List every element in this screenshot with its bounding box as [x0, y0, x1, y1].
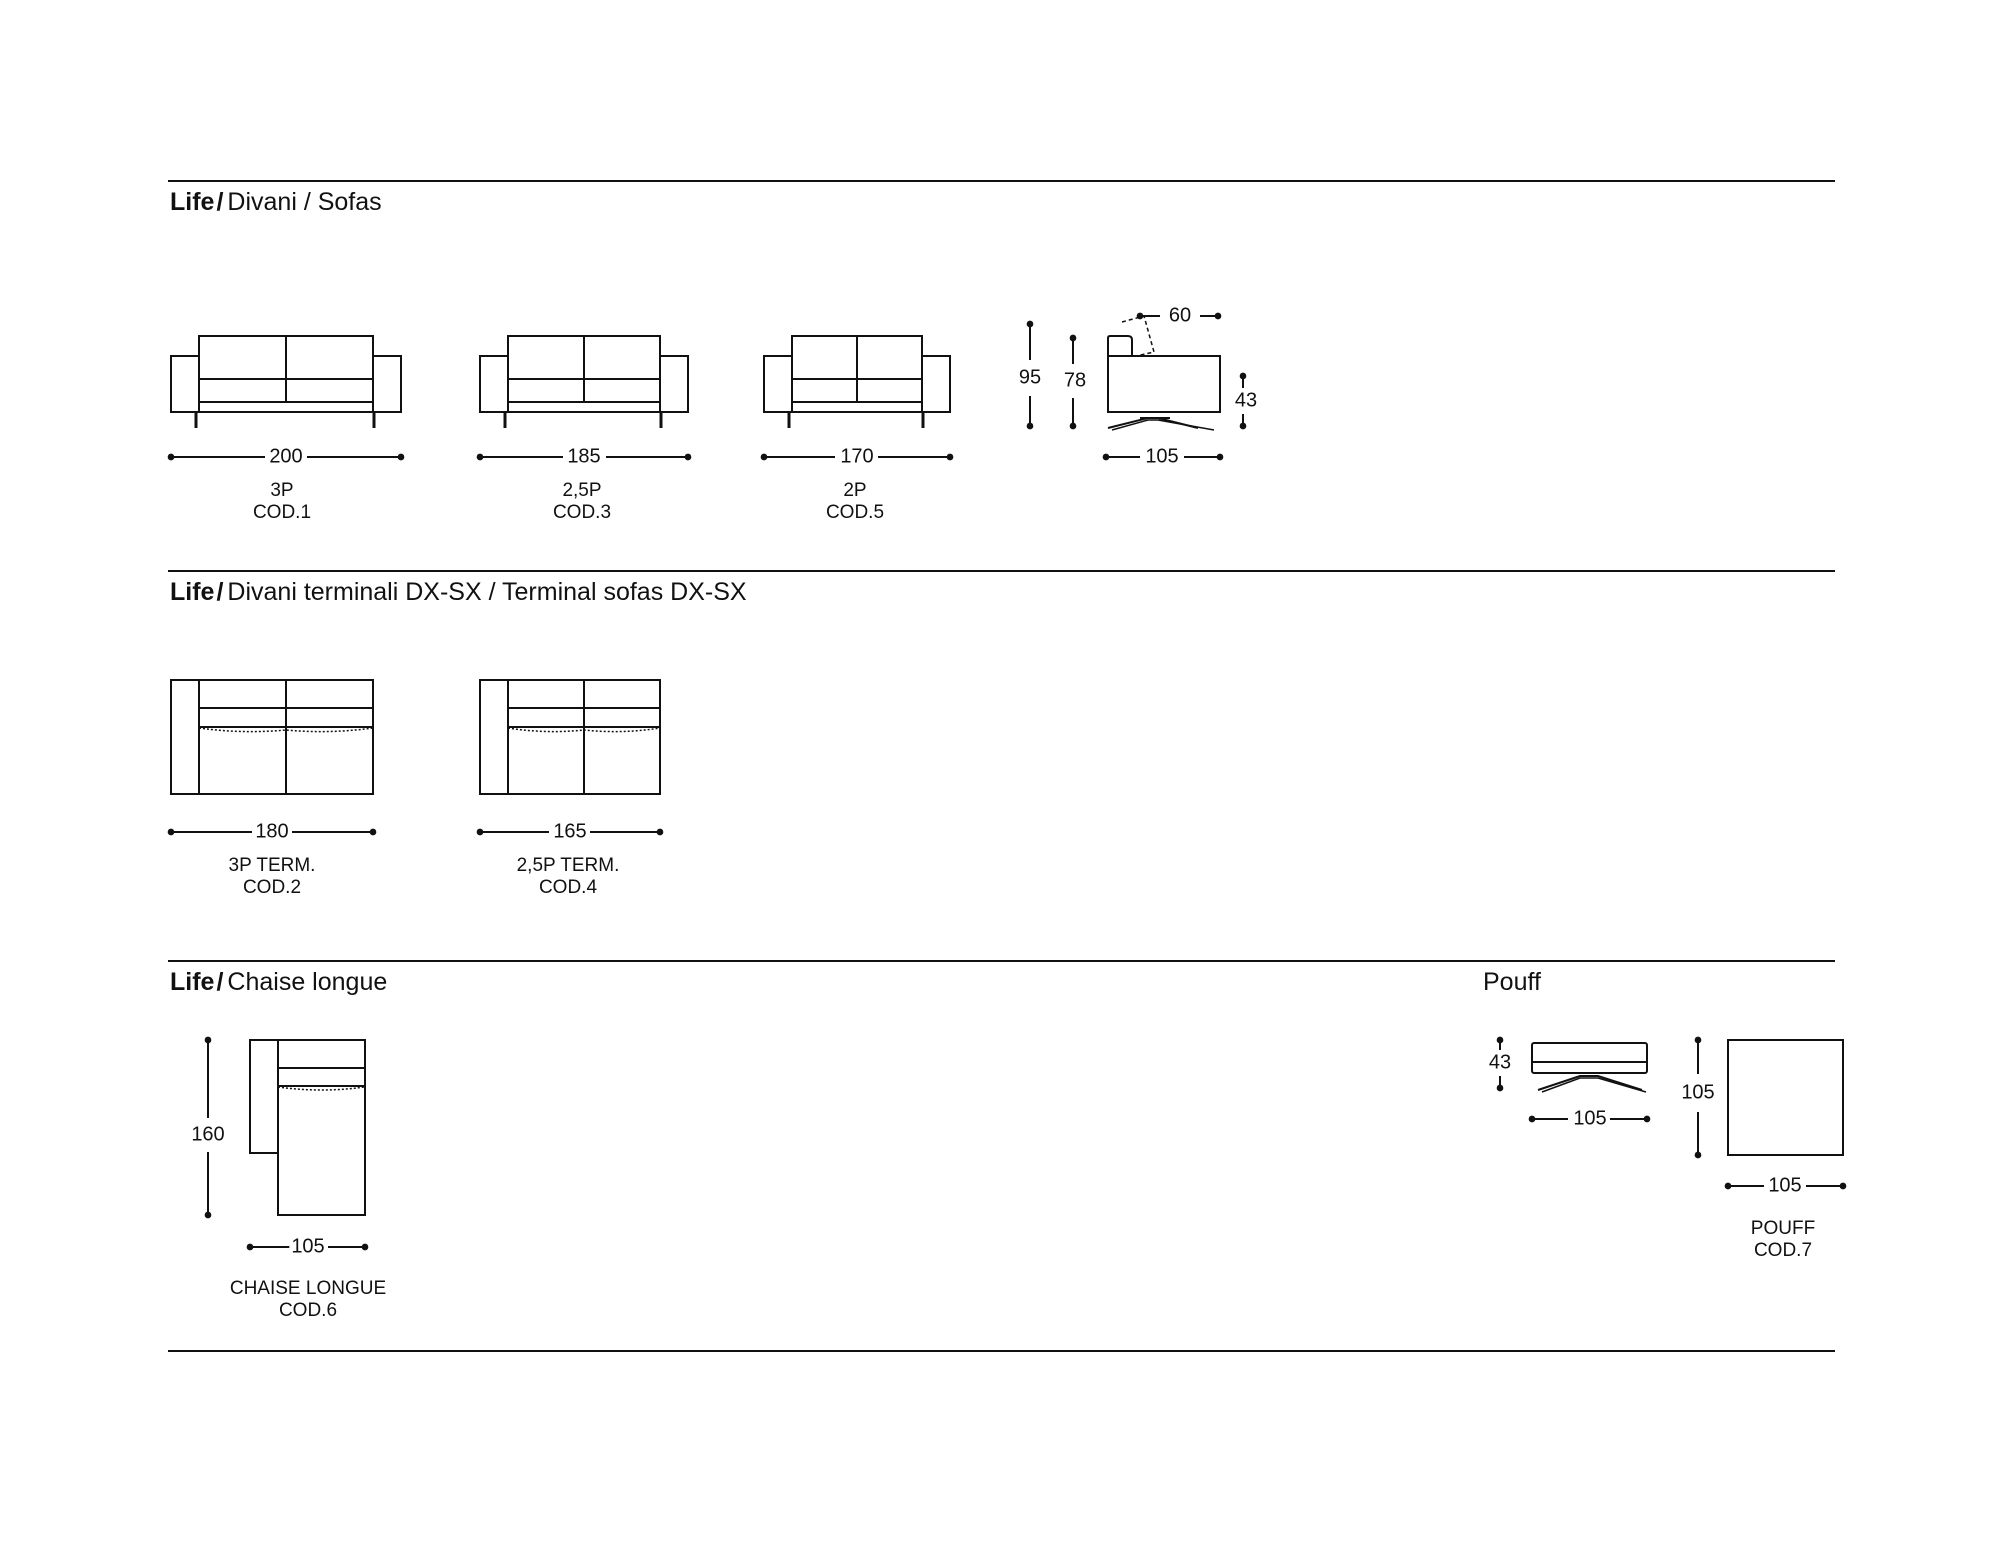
- product-code: COD.1: [252, 502, 312, 523]
- dimension-depth: 160: [189, 1123, 227, 1147]
- product-name: 2P: [843, 480, 867, 501]
- product-label: 3P COD.1: [253, 480, 311, 524]
- product-name: POUFF: [1750, 1218, 1816, 1239]
- pouff-side-drawing: [1496, 1036, 1651, 1123]
- product-label: 3P TERM. COD.2: [229, 855, 316, 899]
- pouff-title: Pouff: [1483, 968, 1541, 996]
- pouff-heading: Pouff: [1483, 968, 1541, 997]
- product-label: 2P COD.5: [826, 480, 884, 524]
- chaise-longue-drawing: [204, 1036, 369, 1251]
- dimension-seat-height: 43: [1232, 389, 1260, 413]
- section-heading-terminal-sofas: Life/Divani terminali DX-SX / Terminal s…: [170, 578, 747, 607]
- product-code: COD.6: [278, 1300, 338, 1321]
- dimension-width: 185: [565, 445, 603, 469]
- sofa-25p-drawing: [479, 335, 689, 428]
- pouff-side-width: 105: [1571, 1107, 1609, 1131]
- product-code: COD.4: [538, 877, 598, 898]
- product-label: 2,5P COD.3: [553, 480, 611, 524]
- dimension-total-height: 95: [1016, 366, 1044, 390]
- brand-name: Life: [170, 578, 215, 606]
- terminal-sofa-drawings: [167, 679, 664, 836]
- dimension-depth-top: 60: [1166, 304, 1194, 328]
- section-divider: [168, 570, 1835, 572]
- product-code: COD.2: [242, 877, 302, 898]
- product-code: COD.7: [1753, 1240, 1813, 1261]
- product-name: 3P: [270, 480, 294, 501]
- heading-slash: /: [216, 188, 224, 216]
- sofa-drawings: [167, 312, 1247, 461]
- section-heading-chaise-longue: Life/Chaise longue: [170, 968, 387, 997]
- section-divider: [168, 180, 1835, 182]
- heading-slash: /: [216, 578, 224, 606]
- sofa-side-view-drawing: [1026, 312, 1247, 461]
- product-name: 2,5P: [562, 480, 602, 501]
- dimension-width: 180: [253, 820, 291, 844]
- brand-name: Life: [170, 188, 215, 216]
- section-title: Chaise longue: [227, 968, 388, 996]
- terminal-sofa-3p-drawing: [170, 679, 374, 795]
- dimension-width: 105: [289, 1235, 327, 1259]
- dimension-width: 200: [267, 445, 305, 469]
- product-label: CHAISE LONGUE COD.6: [230, 1278, 386, 1322]
- section-divider: [168, 1350, 1835, 1352]
- dimension-width: 165: [551, 820, 589, 844]
- heading-slash: /: [216, 968, 224, 996]
- sofa-3p-drawing: [170, 335, 402, 428]
- dimension-depth: 105: [1143, 445, 1181, 469]
- chaise-pouff-drawings: [204, 1036, 1847, 1251]
- product-name: 2,5P TERM.: [516, 855, 620, 876]
- terminal-sofa-25p-drawing: [479, 679, 661, 795]
- product-label: POUFF COD.7: [1751, 1218, 1815, 1262]
- pouff-plan-depth: 105: [1679, 1081, 1717, 1105]
- product-code: COD.5: [825, 502, 885, 523]
- product-name: CHAISE LONGUE: [229, 1278, 387, 1299]
- section-heading-sofas: Life/Divani / Sofas: [170, 188, 382, 217]
- pouff-side-height: 43: [1486, 1051, 1514, 1075]
- product-name: 3P TERM.: [228, 855, 316, 876]
- product-label: 2,5P TERM. COD.4: [517, 855, 620, 899]
- sofa-2p-drawing: [763, 335, 951, 428]
- section-divider: [168, 960, 1835, 962]
- pouff-plan-width: 105: [1766, 1174, 1804, 1198]
- dimension-width: 170: [838, 445, 876, 469]
- brand-name: Life: [170, 968, 215, 996]
- section-title: Divani / Sofas: [227, 188, 382, 216]
- pouff-plan-drawing: [1694, 1036, 1847, 1190]
- dimension-back-height: 78: [1061, 369, 1089, 393]
- product-code: COD.3: [552, 502, 612, 523]
- section-title: Divani terminali DX-SX / Terminal sofas …: [227, 578, 747, 606]
